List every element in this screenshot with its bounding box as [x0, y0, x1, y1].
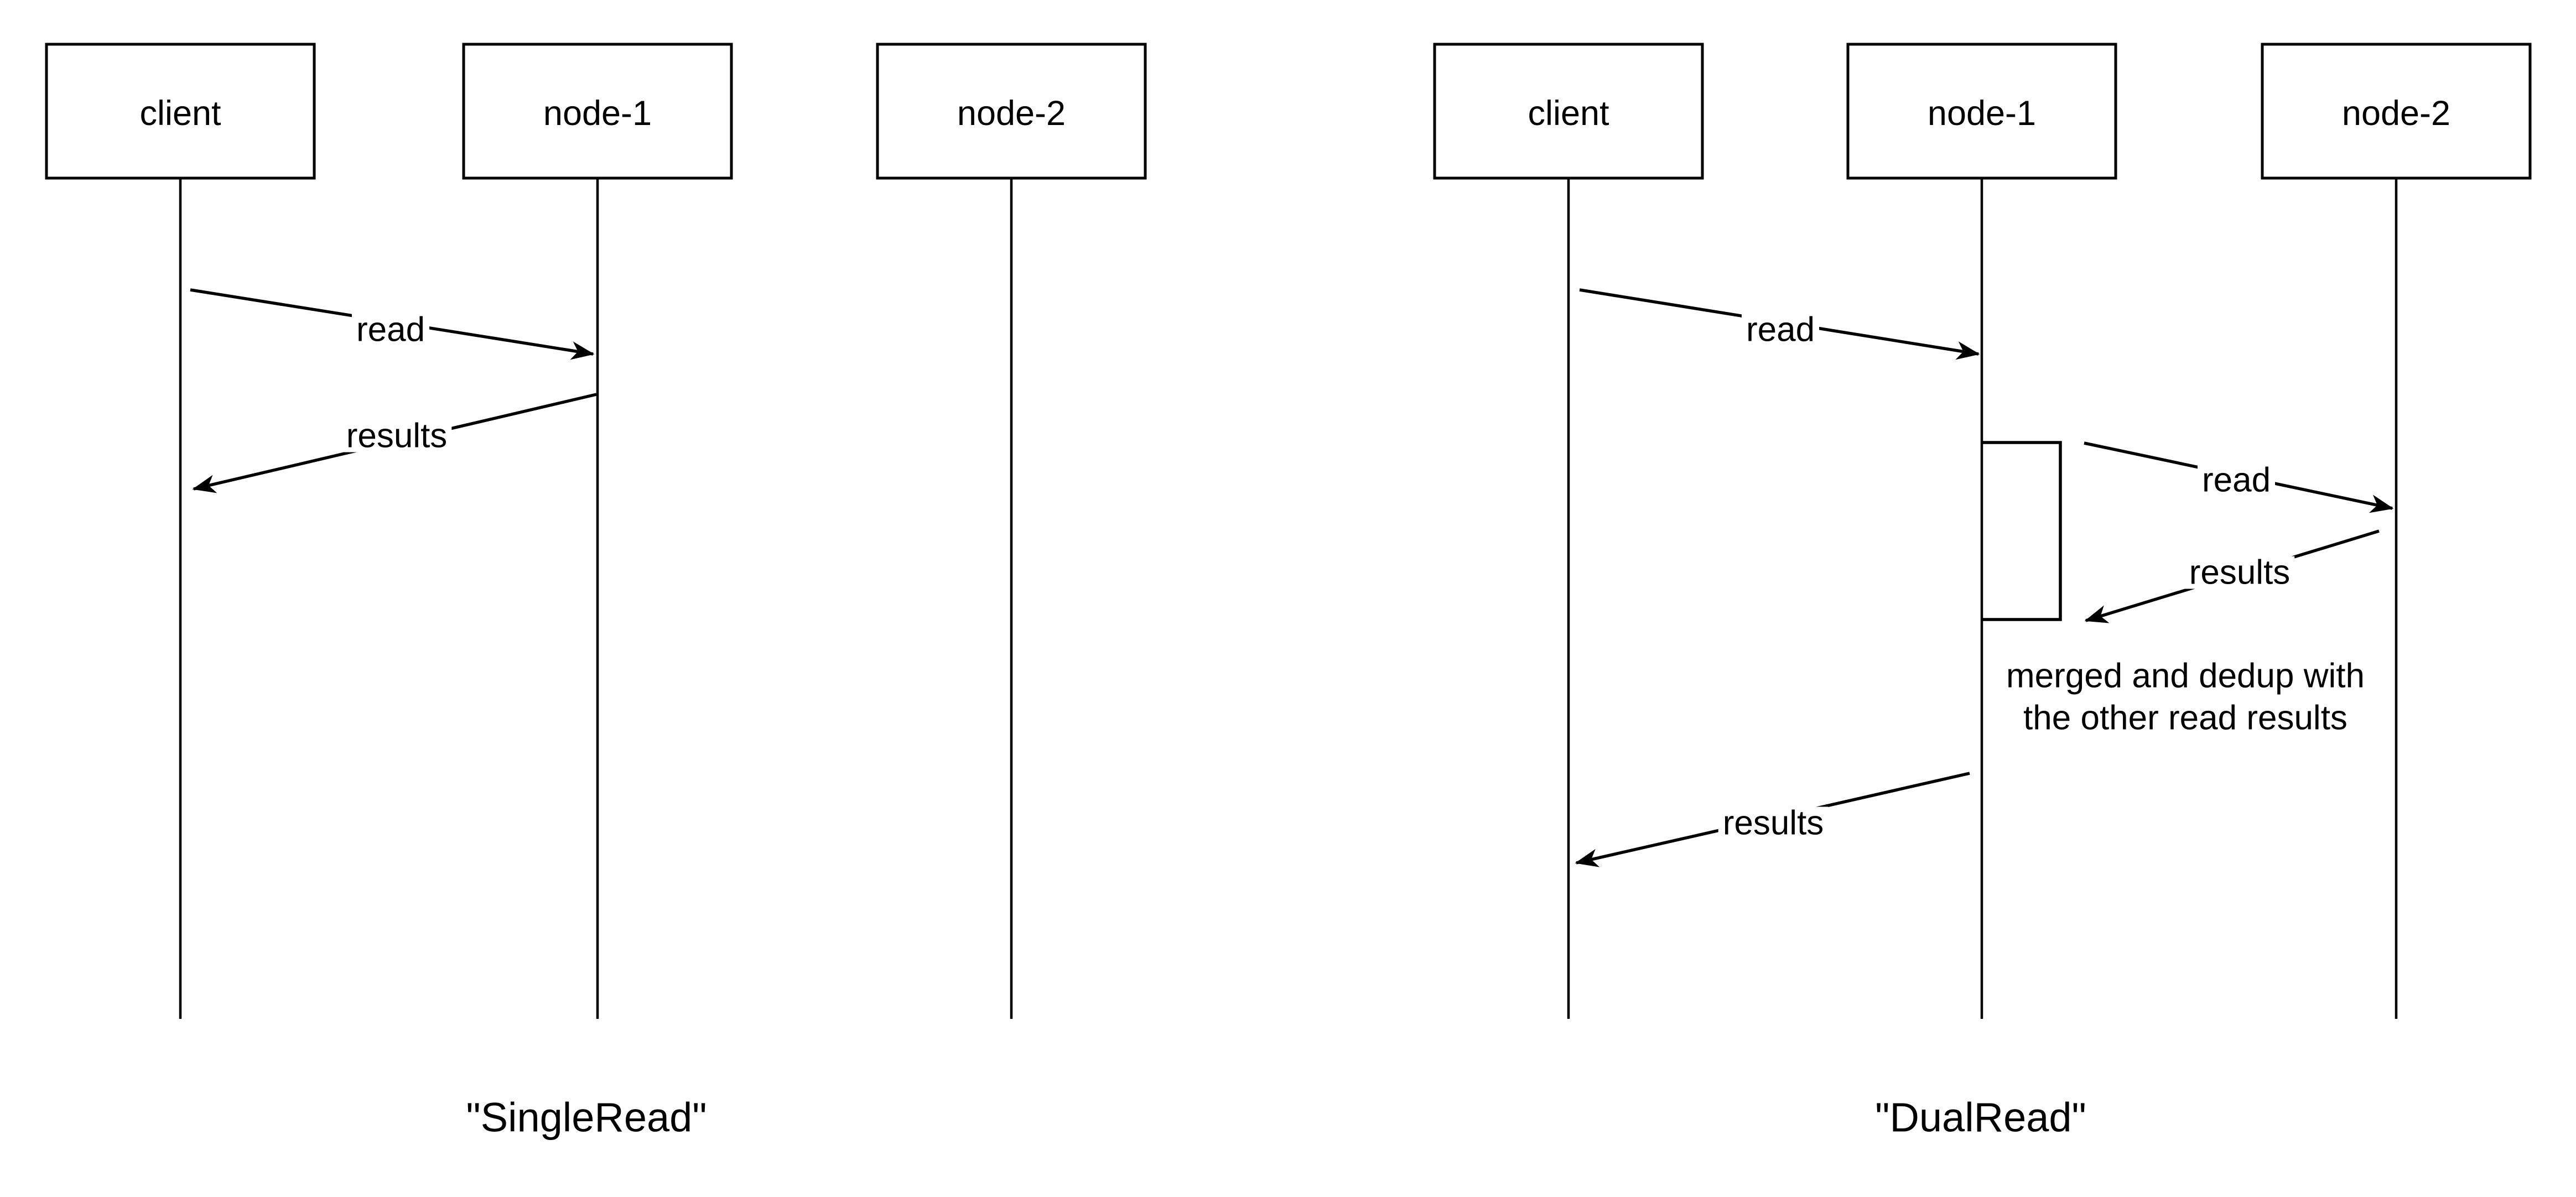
- diagram-caption: "DualRead": [1875, 1095, 2086, 1141]
- actor-box-node-2: [876, 43, 1147, 180]
- message-label-bg: [351, 313, 430, 346]
- note-line: merged and dedup with: [2006, 657, 2365, 695]
- actor-box-node-1: [1846, 43, 2117, 180]
- message-label-bg: [1718, 806, 1829, 840]
- diagram-caption: "SingleRead": [466, 1095, 707, 1141]
- actor-box-node-1: [462, 43, 733, 180]
- message-label-bg: [341, 419, 452, 452]
- message-label: results: [2189, 554, 2291, 592]
- actor-label: node-2: [957, 94, 1066, 133]
- message-label-bg: [2184, 556, 2295, 589]
- actor-label: node-1: [1928, 94, 2036, 133]
- message-label: read: [356, 311, 425, 349]
- message-label-bg: [1741, 313, 1820, 346]
- actor-label: node-1: [543, 94, 652, 133]
- actor-label: node-2: [2342, 94, 2450, 133]
- diagram-single-read: client node-1 node-2 read results "SingleRead…: [45, 43, 1147, 1141]
- message-label: results: [346, 417, 448, 455]
- note-line: the other read results: [2023, 699, 2348, 737]
- message-label-bg: [2197, 464, 2276, 497]
- diagram-dual-read: client node-1 node-2 read read results results…: [1433, 43, 2532, 1141]
- actor-box-client: [45, 43, 316, 180]
- actor-label: client: [1528, 94, 1609, 133]
- actor-box-node-2: [2261, 43, 2532, 180]
- activation-bracket: [1982, 441, 2062, 621]
- actor-label: client: [139, 94, 221, 133]
- message-label: read: [2202, 461, 2271, 499]
- message-label: read: [1746, 311, 1815, 349]
- actor-box-client: [1433, 43, 1704, 180]
- message-label: results: [1723, 804, 1824, 842]
